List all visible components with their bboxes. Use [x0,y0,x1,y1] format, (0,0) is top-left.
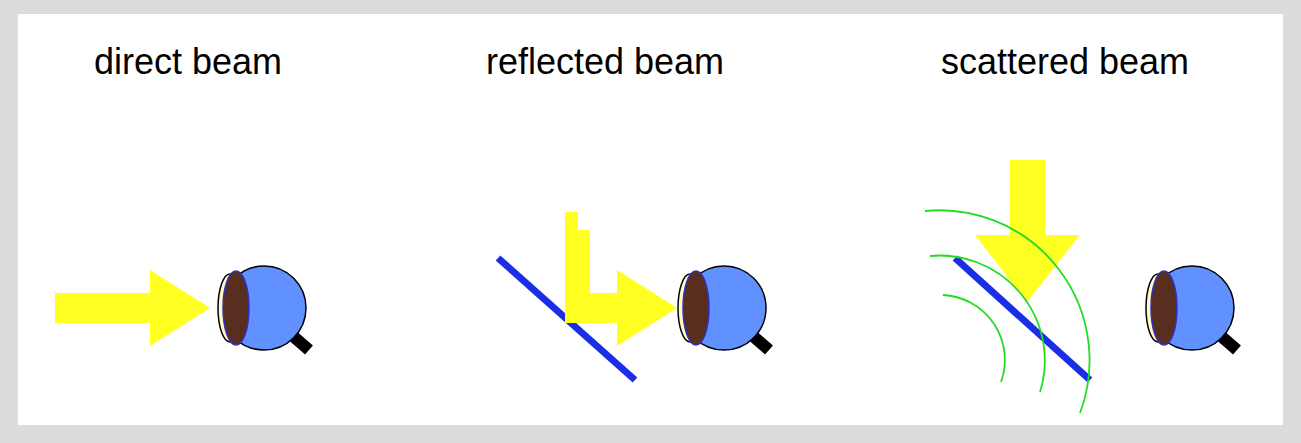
panel-label: reflected beam [486,42,724,82]
direct-beam-illustration [55,266,309,350]
reflected-beam-illustration [498,212,769,380]
panel-label: scattered beam [941,42,1189,82]
panel-label: direct beam [94,42,282,82]
scattered-beam-illustration [925,160,1237,413]
